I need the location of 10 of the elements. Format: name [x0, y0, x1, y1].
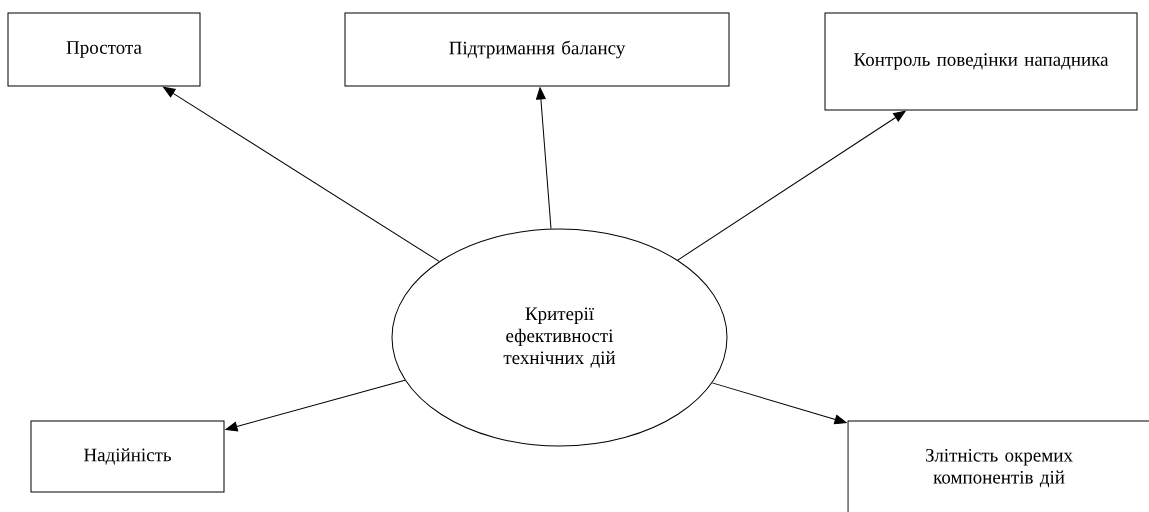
arrow	[677, 110, 906, 261]
arrow	[536, 87, 552, 230]
text-box: Підтримання балансу	[344, 12, 730, 87]
text-box: Простота	[7, 12, 201, 87]
text-box: Контроль поведінки нападника	[824, 12, 1138, 111]
arrow	[225, 379, 406, 432]
arrow	[163, 86, 440, 262]
text-box: Злітність окремих компонентів дій	[847, 420, 1149, 512]
text-box: Надійність	[30, 420, 225, 493]
arrow	[711, 382, 847, 425]
